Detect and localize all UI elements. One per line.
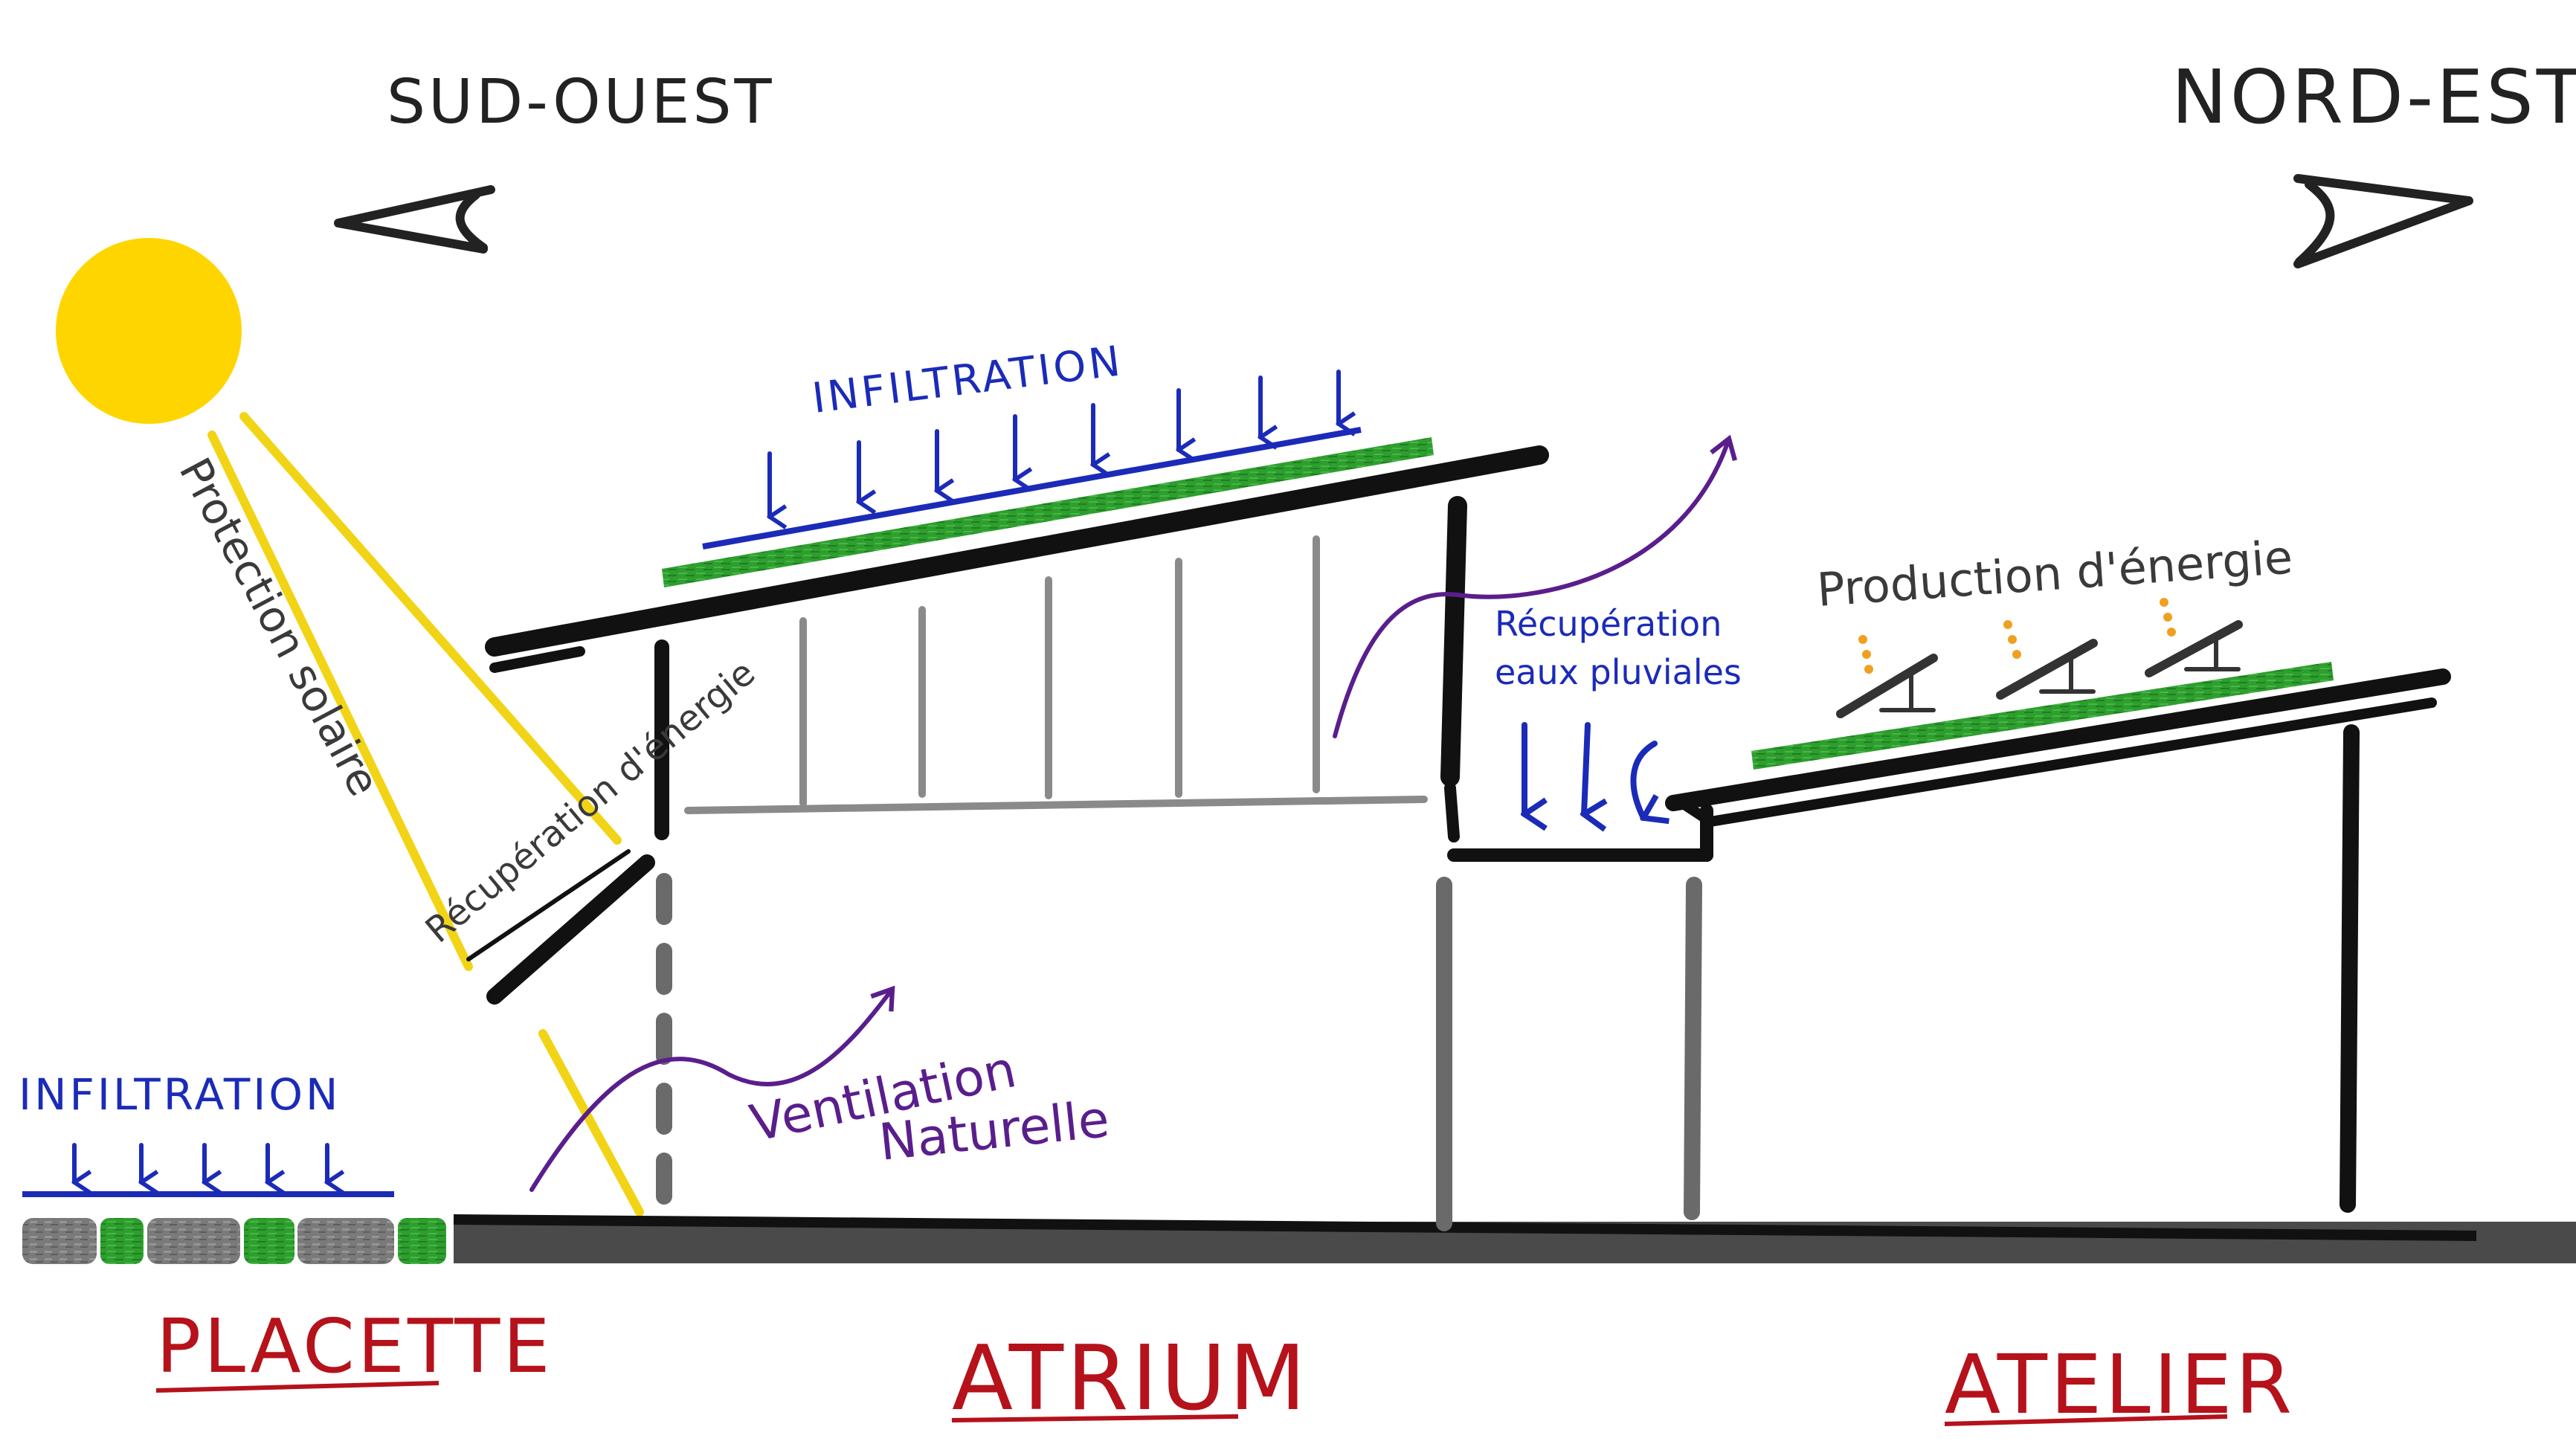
paving-block-green xyxy=(100,1218,144,1264)
zone-underline-atrium xyxy=(951,1414,1239,1422)
roof-infiltration-label: INFILTRATION xyxy=(810,337,1126,423)
direction-left-label: SUD-OUEST xyxy=(387,67,775,138)
rainwater-recovery: Récupération eaux pluviales xyxy=(1495,604,1742,818)
natural-ventilation xyxy=(529,434,1737,1192)
zone-label-atrium: ATRIUM xyxy=(952,1327,1309,1431)
rainwater-label-line2: eaux pluviales xyxy=(1495,652,1742,692)
ground xyxy=(453,1214,2576,1263)
atelier-roof-slab xyxy=(1665,668,2451,811)
placette-paving xyxy=(22,1218,446,1264)
energy-dots xyxy=(1858,598,2176,674)
paving-block-green xyxy=(398,1218,446,1264)
ground-infiltration-label: INFILTRATION xyxy=(19,1069,341,1120)
atrium-light-structure xyxy=(684,535,1428,814)
atrium-east-wall-mid xyxy=(1444,782,1460,842)
mezzanine-beam xyxy=(684,796,1428,814)
sun-ray xyxy=(239,412,622,845)
energy-recovery-panel xyxy=(486,854,655,1005)
energy-recovery-underline xyxy=(466,849,631,961)
atrium-east-wall-top xyxy=(1440,496,1467,787)
arrow-right-icon xyxy=(2293,174,2473,268)
atelier-east-column xyxy=(2340,724,2360,1213)
atelier-roof xyxy=(1665,662,2451,827)
ventilation-flow-upper xyxy=(1333,434,1737,738)
atrium-roof-slab xyxy=(485,445,1549,657)
paving-block-grey xyxy=(297,1218,394,1264)
green-roof-atrium xyxy=(662,437,1434,587)
rainwater-arrow xyxy=(1584,722,1588,814)
connection-structure xyxy=(1447,804,1713,1220)
ventilation-flow-lower xyxy=(529,985,895,1192)
zone-label-placette: PLACETTE xyxy=(156,1303,553,1390)
zone-underline-placette xyxy=(155,1381,439,1393)
zone-label-atelier: ATELIER xyxy=(1945,1337,2295,1432)
atelier-structure xyxy=(2340,724,2360,1213)
direction-northeast: NORD-EST xyxy=(2171,54,2576,268)
ground-infiltration: INFILTRATION xyxy=(19,1069,394,1197)
paving-block-green xyxy=(244,1218,294,1264)
paving-block-grey xyxy=(147,1218,240,1264)
sun-ray xyxy=(538,1029,644,1216)
sun-ray xyxy=(207,431,473,971)
connection-column xyxy=(1684,877,1702,1220)
rainwater-arrow-curved xyxy=(1630,741,1655,818)
zone-underline-atelier xyxy=(1944,1414,2228,1426)
direction-southwest: SUD-OUEST xyxy=(334,67,775,254)
atrium-roof: INFILTRATION xyxy=(485,337,1549,673)
atrium-roof-slab-underside xyxy=(489,646,585,673)
paving-block-grey xyxy=(22,1218,97,1264)
ground-line xyxy=(453,1214,2477,1241)
direction-right-label: NORD-EST xyxy=(2171,54,2576,141)
solar-panel-icon xyxy=(1996,639,2098,700)
arrow-left-icon xyxy=(334,185,495,254)
green-roof-atelier xyxy=(1751,662,2334,770)
energy-production-label: Production d'énergie xyxy=(1815,529,2294,617)
sun-group: Protection solaire xyxy=(56,238,644,1216)
sun-icon xyxy=(56,238,242,424)
solar-panel-icon xyxy=(2145,620,2243,677)
roof-infiltration-line xyxy=(702,427,1362,550)
atelier-roof-fascia xyxy=(1681,800,1713,826)
solar-protection-label: Protection solaire xyxy=(170,450,390,805)
atelier-roof-underside xyxy=(1705,697,2437,827)
solar-panel-icon xyxy=(1836,654,1938,718)
rainwater-label-line1: Récupération xyxy=(1495,604,1722,644)
zone-labels: PLACETTE ATRIUM ATELIER xyxy=(155,1303,2295,1432)
